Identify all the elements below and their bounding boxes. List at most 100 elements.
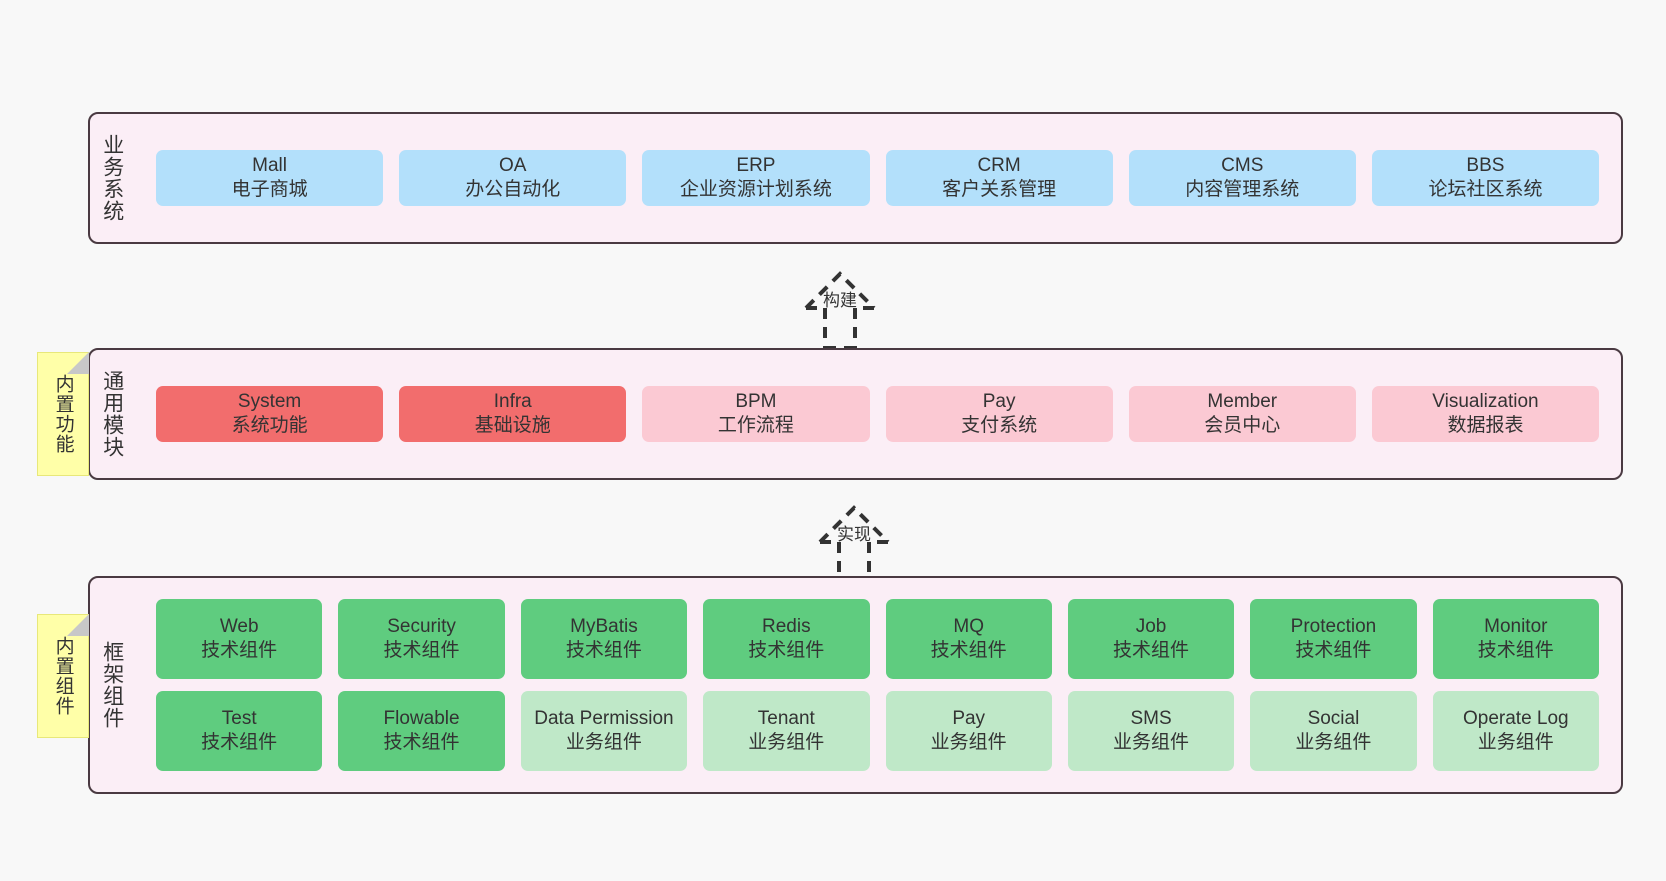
- card-row: System 系统功能 Infra 基础设施 BPM 工作流程 Pay 支付系统…: [148, 385, 1607, 443]
- card-social[interactable]: Social 业务组件: [1250, 691, 1417, 771]
- card-test[interactable]: Test 技术组件: [156, 691, 323, 771]
- card-oa[interactable]: OA 办公自动化: [399, 149, 627, 207]
- card-pay-business[interactable]: Pay 业务组件: [885, 691, 1052, 771]
- card-bbs[interactable]: BBS 论坛社区系统: [1371, 149, 1600, 207]
- card-subtitle: 业务组件: [748, 732, 825, 753]
- card-tenant[interactable]: Tenant 业务组件: [703, 691, 870, 771]
- layer-framework-component: 框架组件 Web 技术组件 Security 技术组件 MyBatis 技术组件…: [88, 576, 1623, 794]
- card-subtitle: 技术组件: [930, 640, 1007, 661]
- card-bpm[interactable]: BPM 工作流程: [642, 385, 870, 443]
- card-subtitle: 内容管理系统: [1185, 179, 1300, 200]
- card-monitor[interactable]: Monitor 技术组件: [1432, 599, 1599, 679]
- card-title: CRM: [977, 154, 1021, 176]
- card-subtitle: 系统功能: [231, 415, 308, 436]
- card-mybatis[interactable]: MyBatis 技术组件: [520, 599, 688, 679]
- card-subtitle: 办公自动化: [465, 179, 561, 200]
- card-row: Test 技术组件 Flowable 技术组件 Data Permission …: [148, 691, 1607, 771]
- card-subtitle: 技术组件: [201, 640, 278, 661]
- card-subtitle: 技术组件: [383, 640, 460, 661]
- card-title: Pay: [952, 707, 986, 729]
- card-title: BBS: [1466, 154, 1505, 176]
- card-crm[interactable]: CRM 客户关系管理: [885, 149, 1113, 207]
- card-subtitle: 客户关系管理: [942, 179, 1057, 200]
- connector-label: 构建: [823, 291, 857, 310]
- card-subtitle: 技术组件: [1113, 640, 1190, 661]
- card-subtitle: 支付系统: [961, 415, 1038, 436]
- card-title: Data Permission: [534, 707, 674, 729]
- card-cms[interactable]: CMS 内容管理系统: [1128, 149, 1356, 207]
- card-title: Social: [1307, 707, 1360, 729]
- card-title: Flowable: [383, 707, 460, 729]
- card-title: Member: [1207, 390, 1278, 412]
- card-visualization[interactable]: Visualization 数据报表: [1371, 385, 1600, 443]
- card-title: SMS: [1130, 707, 1172, 729]
- layer-body-business-system: Mall 电子商城 OA 办公自动化 ERP 企业资源计划系统 CRM 客户关系…: [134, 114, 1621, 242]
- card-member[interactable]: Member 会员中心: [1128, 385, 1356, 443]
- note-builtin-function: 内置功能: [37, 352, 89, 476]
- card-title: ERP: [736, 154, 776, 176]
- card-flowable[interactable]: Flowable 技术组件: [338, 691, 505, 771]
- card-subtitle: 技术组件: [565, 640, 642, 661]
- card-title: Tenant: [757, 707, 815, 729]
- card-row: Web 技术组件 Security 技术组件 MyBatis 技术组件 Redi…: [148, 599, 1607, 679]
- layer-business-system: 业务系统 Mall 电子商城 OA 办公自动化 ERP 企业资源计划系统 CRM…: [88, 112, 1623, 244]
- connector-label: 实现: [837, 525, 871, 544]
- card-row: Mall 电子商城 OA 办公自动化 ERP 企业资源计划系统 CRM 客户关系…: [148, 149, 1607, 207]
- card-erp[interactable]: ERP 企业资源计划系统: [642, 149, 870, 207]
- card-subtitle: 技术组件: [383, 732, 460, 753]
- layer-common-module: 通用模块 System 系统功能 Infra 基础设施 BPM 工作流程 Pay…: [88, 348, 1623, 480]
- card-title: Infra: [493, 390, 532, 412]
- card-subtitle: 业务组件: [930, 732, 1007, 753]
- layer-label-business-system: 业务系统: [100, 134, 124, 222]
- card-sms[interactable]: SMS 业务组件: [1067, 691, 1235, 771]
- card-job[interactable]: Job 技术组件: [1067, 599, 1235, 679]
- card-security[interactable]: Security 技术组件: [338, 599, 505, 679]
- card-subtitle: 业务组件: [565, 732, 642, 753]
- card-infra[interactable]: Infra 基础设施: [399, 385, 627, 443]
- card-subtitle: 技术组件: [1295, 640, 1372, 661]
- card-data-permission[interactable]: Data Permission 业务组件: [520, 691, 688, 771]
- card-protection[interactable]: Protection 技术组件: [1250, 599, 1417, 679]
- card-title: Monitor: [1484, 615, 1548, 637]
- card-title: Web: [219, 615, 259, 637]
- card-title: Job: [1135, 615, 1167, 637]
- card-title: MyBatis: [570, 615, 638, 637]
- card-subtitle: 技术组件: [201, 732, 278, 753]
- layer-label-framework-component: 框架组件: [100, 641, 124, 729]
- card-subtitle: 论坛社区系统: [1428, 179, 1543, 200]
- card-subtitle: 工作流程: [717, 415, 794, 436]
- card-subtitle: 业务组件: [1477, 732, 1554, 753]
- note-builtin-component: 内置组件: [37, 614, 89, 738]
- card-subtitle: 技术组件: [748, 640, 825, 661]
- card-title: Visualization: [1432, 390, 1539, 412]
- card-title: Redis: [762, 615, 811, 637]
- card-mall[interactable]: Mall 电子商城: [156, 149, 384, 207]
- card-operate-log[interactable]: Operate Log 业务组件: [1432, 691, 1599, 771]
- layer-body-common-module: System 系统功能 Infra 基础设施 BPM 工作流程 Pay 支付系统…: [134, 350, 1621, 478]
- layer-label-common-module: 通用模块: [100, 370, 124, 458]
- card-title: MQ: [953, 615, 984, 637]
- card-subtitle: 基础设施: [474, 415, 551, 436]
- card-title: Pay: [982, 390, 1016, 412]
- card-subtitle: 技术组件: [1477, 640, 1554, 661]
- card-mq[interactable]: MQ 技术组件: [885, 599, 1052, 679]
- card-system[interactable]: System 系统功能: [156, 385, 384, 443]
- card-title: Mall: [252, 154, 287, 176]
- card-subtitle: 电子商城: [231, 179, 308, 200]
- connector-build: 构建: [760, 258, 920, 350]
- card-title: BPM: [735, 390, 777, 412]
- card-subtitle: 会员中心: [1204, 415, 1281, 436]
- connector-implement: 实现: [774, 492, 934, 584]
- card-title: Protection: [1290, 615, 1377, 637]
- card-pay[interactable]: Pay 支付系统: [885, 385, 1113, 443]
- card-subtitle: 业务组件: [1113, 732, 1190, 753]
- card-redis[interactable]: Redis 技术组件: [703, 599, 870, 679]
- card-title: OA: [499, 154, 527, 176]
- card-subtitle: 数据报表: [1447, 415, 1524, 436]
- card-title: CMS: [1221, 154, 1264, 176]
- card-web[interactable]: Web 技术组件: [156, 599, 323, 679]
- card-title: Test: [221, 707, 257, 729]
- card-subtitle: 企业资源计划系统: [679, 179, 832, 200]
- layer-body-framework-component: Web 技术组件 Security 技术组件 MyBatis 技术组件 Redi…: [134, 578, 1621, 792]
- card-title: System: [237, 390, 302, 412]
